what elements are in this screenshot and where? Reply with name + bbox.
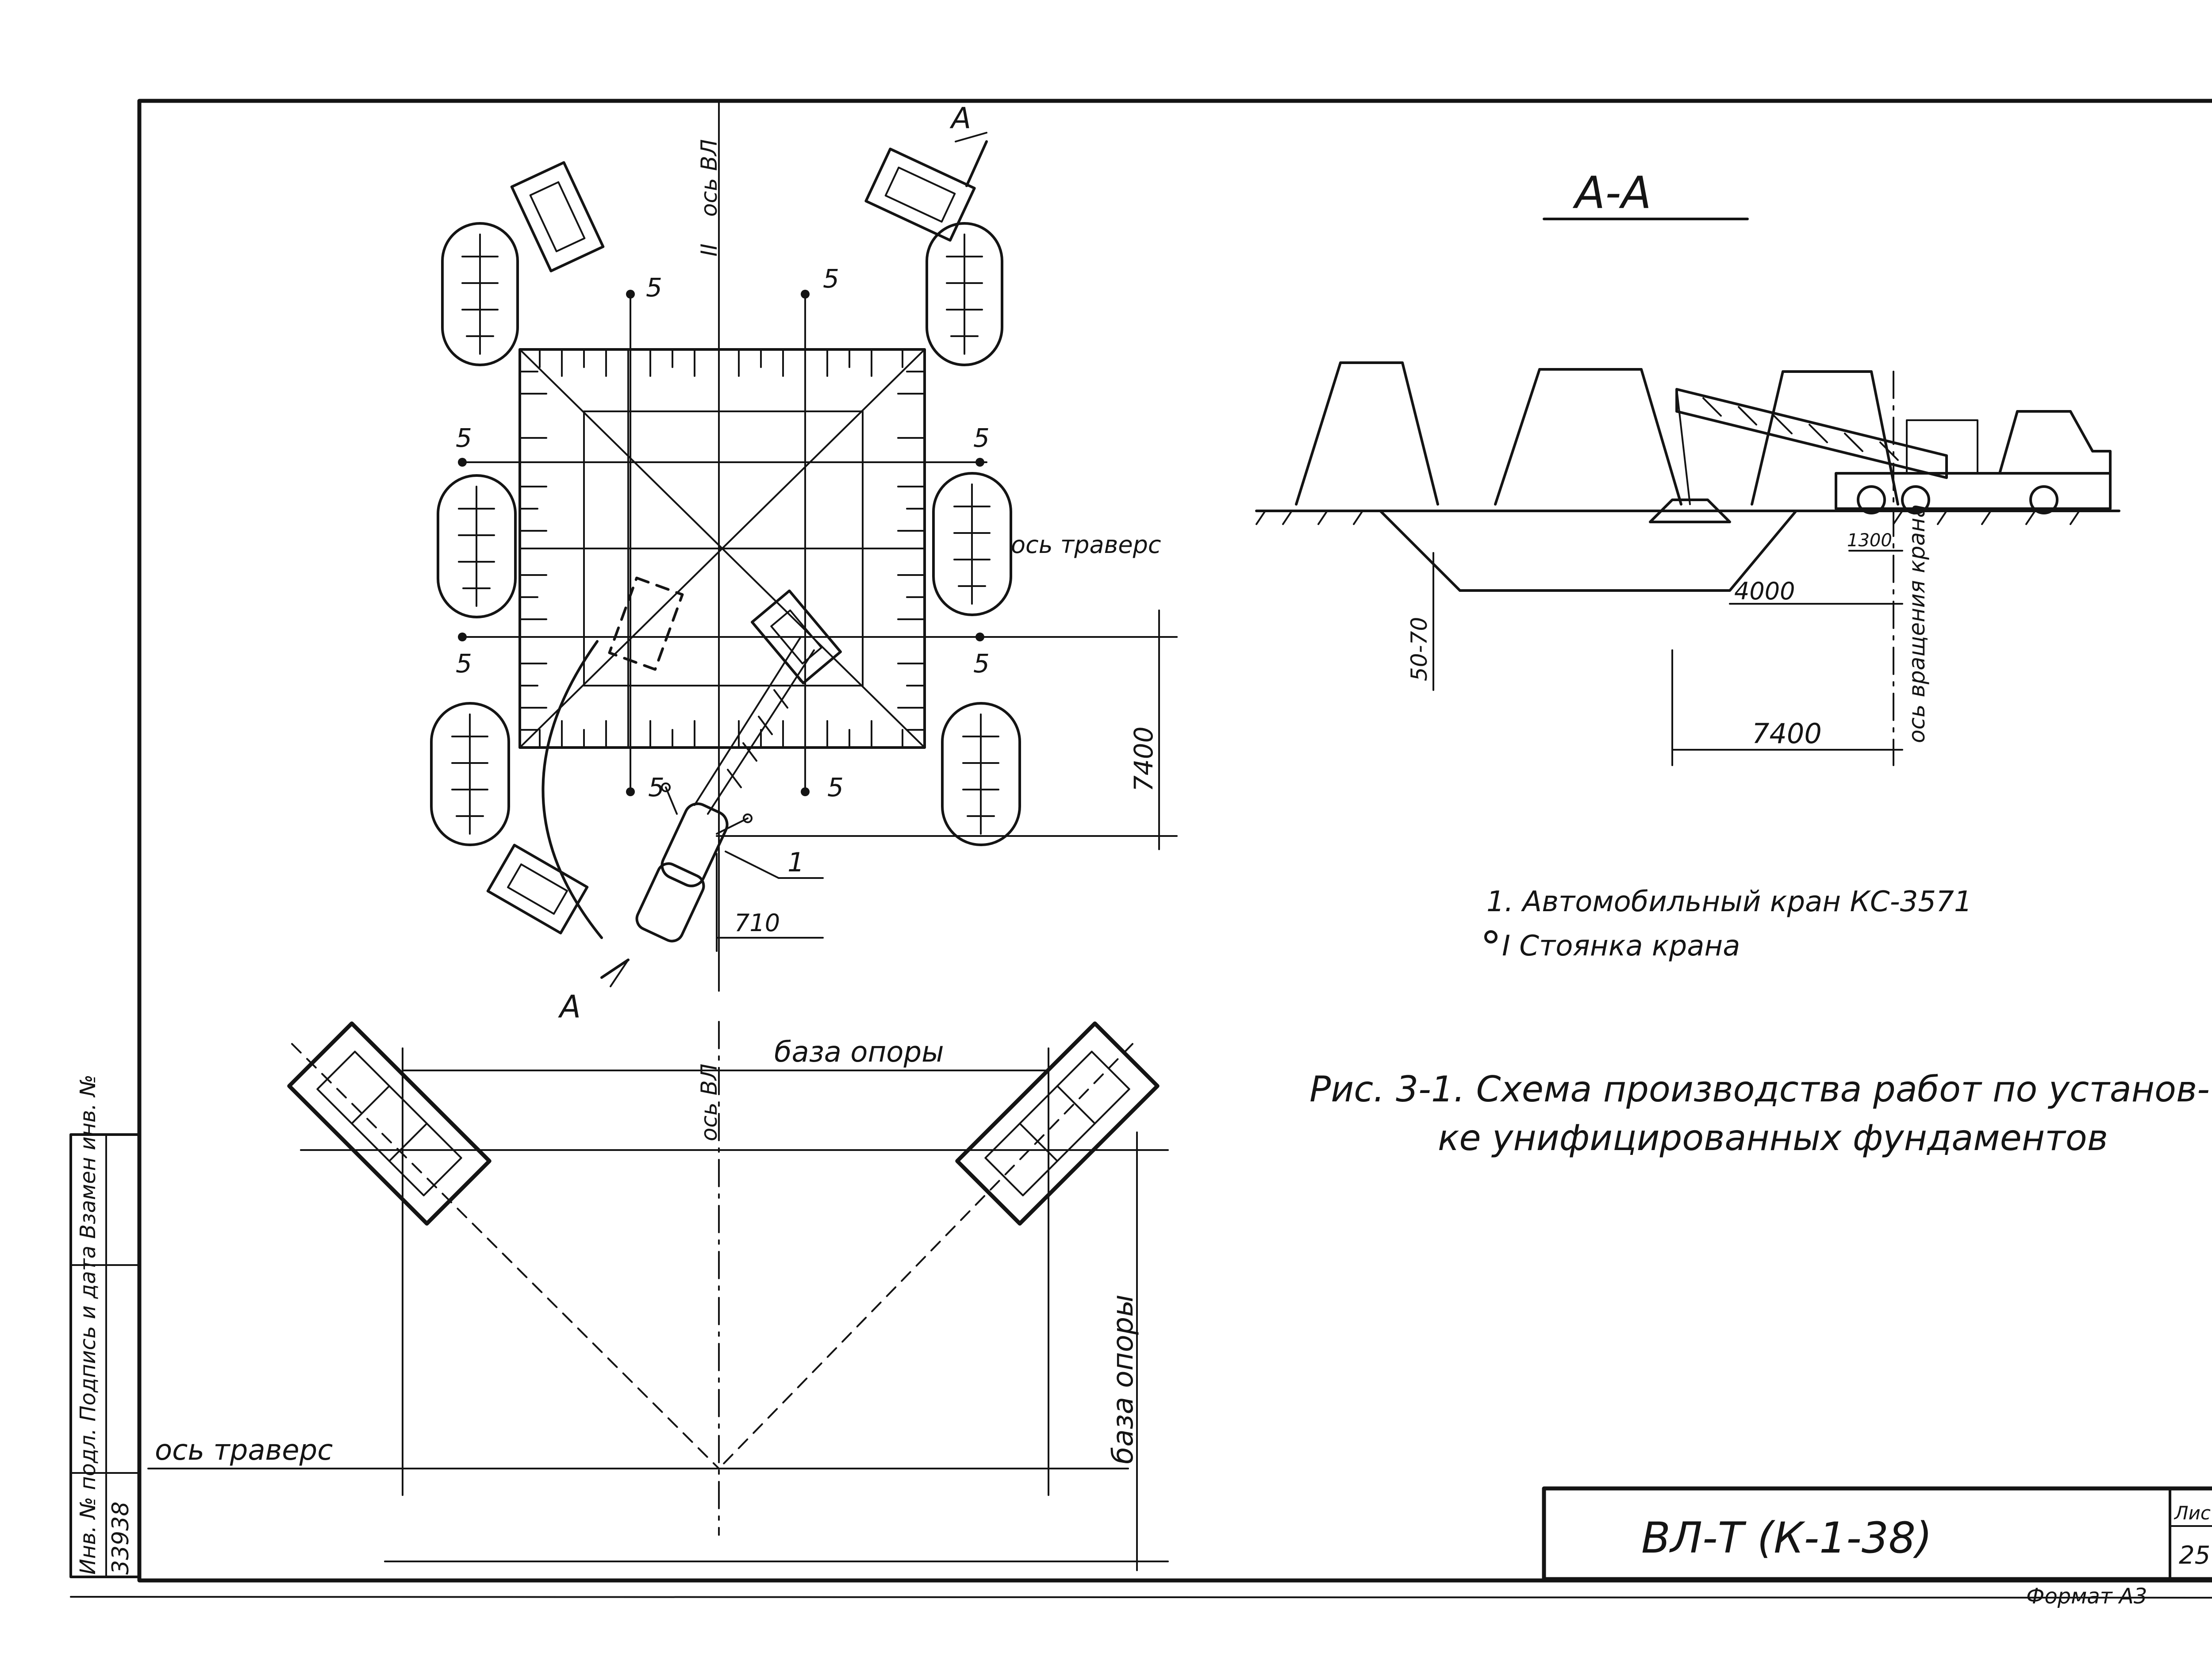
legend: 1. Автомобильный кран КС-3571 І Стоянка …	[1484, 886, 1972, 963]
plan-dim-7400: 7400	[716, 610, 1178, 850]
plan-axis-vl-label: ось ВЛ	[696, 139, 722, 217]
section-aa-view: А-А ось вращения крана	[1255, 167, 2120, 766]
crane-plan	[635, 636, 815, 943]
section-mark-bottom: А	[558, 959, 630, 1025]
sheet-format: Формат А3	[2026, 1584, 2147, 1609]
rotation-axis-label: ось вращения крана	[1904, 504, 1930, 743]
point-label: 5	[973, 648, 990, 679]
svg-text:710: 710	[734, 909, 780, 937]
legend-item-2: І Стоянка крана	[1502, 930, 1740, 963]
crane-section	[1649, 388, 2112, 523]
point-label: 5	[827, 772, 844, 802]
crane-callout-1: 1	[787, 847, 804, 878]
point-label: 5	[456, 423, 472, 453]
sidebar-inv-number: 33938	[108, 1502, 134, 1575]
base-foundation-left	[287, 1021, 492, 1226]
plan-axis-marker: ІІ	[696, 244, 722, 257]
caption-line-1: Рис. 3-1. Схема производства работ по ус…	[1310, 1069, 2210, 1110]
plan-axis-traverse-label: ось траверс	[1011, 531, 1161, 559]
plan-points: 5 5 5 5 5 5 5 5	[456, 264, 1178, 802]
base-label-right: база опоры	[1107, 1294, 1140, 1464]
svg-text:1300: 1300	[1847, 530, 1892, 551]
title-block: ВЛ-Т (К-1-38) Лист 25 Формат А3	[1542, 1486, 2212, 1609]
sidebar-inv-label: Инв. № подл. Подпись и дата Взамен инв. …	[76, 1074, 100, 1575]
sheet-frame	[70, 99, 2212, 1599]
sheet-label: Лист	[2174, 1502, 2212, 1524]
legend-item-1: 1. Автомобильный кран КС-3571	[1486, 886, 1972, 918]
stored-foundations-left	[430, 222, 519, 846]
base-axis-traverse-label: ось траверс	[155, 1434, 333, 1467]
sheet-number: 25	[2179, 1541, 2210, 1570]
svg-text:50-70: 50-70	[1406, 617, 1432, 681]
svg-text:4000: 4000	[1734, 577, 1795, 605]
point-label: 5	[823, 264, 839, 294]
plan-dim-710: 710	[716, 853, 824, 952]
svg-text:А: А	[949, 101, 971, 135]
point-label: 5	[973, 423, 990, 453]
base-label-top: база опоры	[774, 1036, 944, 1069]
sidebar-stamp: Инв. № подл. Подпись и дата Взамен инв. …	[69, 1074, 141, 1578]
plan-view: ось ВЛ ІІ	[430, 101, 1178, 1025]
slope-hatching	[519, 349, 926, 748]
caption-line-2: ке унифицированных фундаментов	[1438, 1117, 2108, 1158]
svg-text:7400: 7400	[1129, 726, 1159, 792]
section-dims: 1300 4000 7400 50-70	[1406, 530, 1903, 766]
svg-text:7400: 7400	[1752, 717, 1822, 750]
base-diagram: ось ВЛ ось траверс база опоры база опоры	[147, 1021, 1169, 1571]
stored-foundations-right	[926, 222, 1021, 846]
point-label: 5	[456, 648, 472, 679]
crane-swing-arc	[541, 640, 603, 939]
point-label: 5	[646, 272, 662, 303]
drawing-designation: ВЛ-Т (К-1-38)	[1641, 1513, 1932, 1563]
plan-blocks	[486, 147, 976, 935]
svg-text:А: А	[558, 989, 581, 1025]
base-foundation-right	[955, 1021, 1160, 1226]
section-title: А-А	[1572, 167, 1651, 219]
figure-caption: Рис. 3-1. Схема производства работ по ус…	[1310, 1069, 2210, 1158]
section-mark-top: А	[949, 101, 988, 187]
base-axis-vl-label: ось ВЛ	[696, 1064, 722, 1141]
